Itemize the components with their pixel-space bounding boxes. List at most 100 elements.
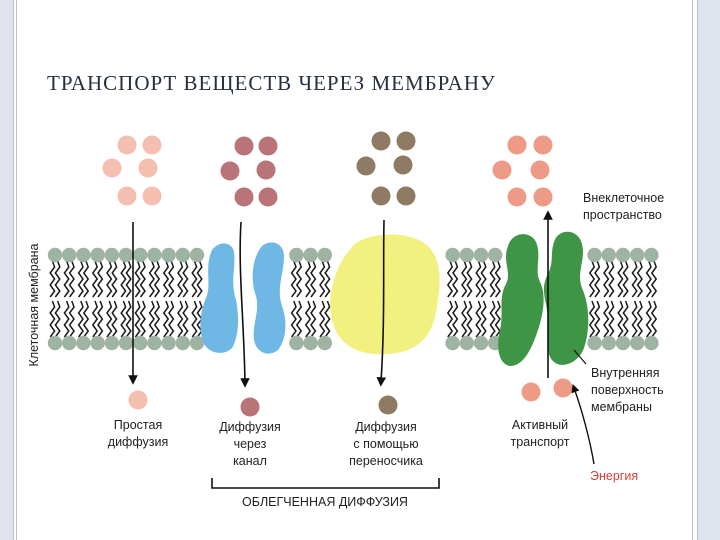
- lipid-head-outer: [289, 247, 304, 263]
- lipid-head-outer: [473, 247, 489, 263]
- lipid-tail: [139, 260, 146, 298]
- lipid-tail: [148, 300, 155, 338]
- lipid-head-outer: [61, 247, 77, 263]
- channel-protein-left: [200, 243, 239, 353]
- inner-surface-pointer: [573, 349, 587, 365]
- lipid-tail: [191, 260, 198, 298]
- lipid-tail: [319, 300, 326, 338]
- slide-left-rule: [16, 0, 17, 540]
- lipid-tail: [304, 260, 312, 298]
- lipid-head-inner: [459, 335, 474, 351]
- simple-molecule: [128, 390, 148, 410]
- lipid-head-inner: [601, 335, 616, 351]
- lipid-tail: [49, 300, 56, 338]
- lipid-head-inner: [615, 335, 631, 351]
- channel-molecule: [234, 187, 254, 207]
- lipid-head-outer: [317, 247, 332, 263]
- facilitated-diffusion-label: ОБЛЕГЧЕННАЯ ДИФФУЗИЯ: [242, 495, 408, 509]
- lipid-tail: [63, 300, 70, 338]
- lipid-tail: [168, 300, 175, 338]
- lipid-tail: [162, 260, 170, 298]
- lipid-head-inner: [630, 335, 645, 351]
- lipid-tail: [617, 260, 624, 298]
- lipid-tail: [650, 260, 658, 298]
- carrier-molecule: [396, 186, 416, 206]
- active-molecule: [507, 135, 527, 155]
- channel-molecule: [234, 136, 254, 156]
- lipid-tail: [622, 300, 629, 338]
- lipid-head-inner: [90, 335, 105, 351]
- lipid-tail: [603, 300, 610, 338]
- lipid-tail: [111, 300, 118, 338]
- molecules: [102, 131, 573, 417]
- energy-label: Энергия: [590, 469, 638, 483]
- channel-diffusion-label-2: через: [234, 437, 267, 451]
- active-molecule: [507, 187, 527, 207]
- simple-molecule: [142, 186, 162, 206]
- lipid-head-inner: [317, 335, 332, 351]
- inner-surface-label-3: мембраны: [591, 400, 652, 414]
- channel-molecule: [258, 187, 278, 207]
- active-transport-label-2: транспорт: [511, 435, 570, 449]
- lipid-tail: [290, 260, 297, 298]
- lipid-heads: [47, 247, 659, 351]
- lipid-head-inner: [175, 335, 190, 351]
- active-molecule: [492, 160, 512, 180]
- active-protein-left: [498, 234, 544, 366]
- lipid-tail: [446, 300, 454, 338]
- lipid-head-inner: [587, 335, 602, 351]
- simple-molecule: [117, 186, 137, 206]
- lipid-head-outer: [76, 247, 91, 263]
- lipid-head-inner: [104, 335, 120, 351]
- lipid-head-inner: [303, 335, 318, 351]
- lipid-tail: [310, 300, 317, 338]
- lipid-head-inner: [473, 335, 489, 351]
- lipid-tail: [177, 260, 184, 298]
- lipid-tail: [494, 260, 501, 298]
- lipid-head-outer: [104, 247, 120, 263]
- lipid-tail: [134, 260, 141, 298]
- inner-surface-label-1: Внутренняя: [591, 366, 659, 380]
- lipid-tail: [622, 260, 629, 298]
- lipid-tail: [603, 260, 610, 298]
- carrier-molecule: [396, 131, 416, 151]
- simple-molecule: [138, 158, 158, 178]
- carrier-molecule: [371, 131, 391, 151]
- simple-molecule: [142, 135, 162, 155]
- lipid-tail: [636, 260, 643, 298]
- lipid-tail: [608, 260, 615, 298]
- lipid-head-inner: [445, 335, 460, 351]
- lipid-tail: [588, 300, 596, 338]
- active-molecule: [553, 378, 573, 398]
- lipid-head-outer: [133, 247, 148, 263]
- lipid-tail: [54, 300, 61, 338]
- extracellular-label-1: Внеклеточное: [583, 191, 664, 205]
- lipid-head-inner: [644, 335, 659, 351]
- lipid-tail: [82, 300, 90, 338]
- lipid-head-inner: [161, 335, 176, 351]
- lipid-tail: [461, 300, 468, 338]
- carrier-molecule: [378, 395, 398, 415]
- lipid-tail: [191, 300, 198, 338]
- lipid-tail: [134, 300, 141, 338]
- lipid-tail: [97, 260, 104, 298]
- active-molecule: [521, 382, 541, 402]
- lipid-head-outer: [189, 247, 205, 263]
- lipid-tail: [588, 260, 596, 298]
- lipid-tail: [617, 300, 624, 338]
- lipid-head-outer: [630, 247, 645, 263]
- lipid-tail: [120, 300, 127, 338]
- lipid-tail: [139, 300, 146, 338]
- lipid-tail: [91, 260, 99, 298]
- lipid-tail: [489, 300, 496, 338]
- lipid-tail: [475, 260, 482, 298]
- lipid-tail: [54, 260, 61, 298]
- lipid-head-outer: [587, 247, 602, 263]
- active-molecule: [533, 187, 553, 207]
- lipid-tail: [106, 260, 113, 298]
- lipid-tail: [295, 300, 303, 338]
- lipid-tail: [461, 260, 468, 298]
- lipid-head-inner: [61, 335, 77, 351]
- lipid-tail: [153, 300, 161, 338]
- lipid-tail: [631, 300, 638, 338]
